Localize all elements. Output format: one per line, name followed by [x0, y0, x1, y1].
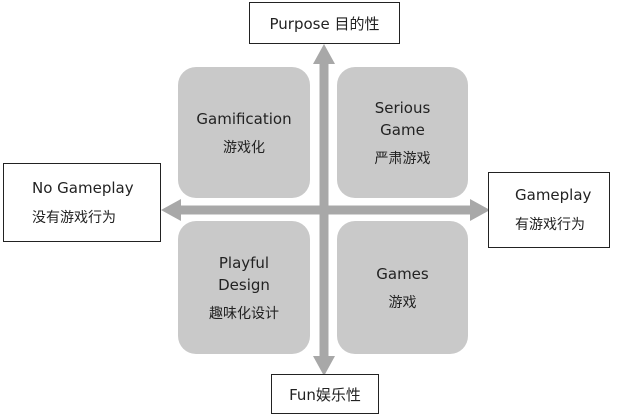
axis-label-gameplay: Gameplay 有游戏行为 [488, 172, 610, 248]
axis-label-text: No Gameplay [32, 178, 134, 197]
axis-label-text: Purpose 目的性 [269, 14, 380, 33]
quadrant-playful-design: Playful Design 趣味化设计 [178, 221, 310, 354]
axis-label-fun: Fun娱乐性 [271, 374, 379, 414]
quadrant-subtitle: 严肃游戏 [374, 150, 431, 167]
quadrant-title: Playful Design [218, 253, 270, 294]
axis-label-text: Gameplay [515, 186, 592, 204]
axis-label-subtext: 有游戏行为 [515, 217, 585, 233]
quadrant-subtitle: 游戏 [388, 294, 417, 311]
quadrant-title: Gamification [196, 109, 292, 128]
quadrant-games: Games 游戏 [337, 221, 468, 354]
arrow-left-icon [161, 199, 181, 221]
quadrant-title: Games [376, 264, 429, 283]
quadrant-gamification: Gamification 游戏化 [178, 67, 310, 198]
quadrant-title: Serious Game [374, 98, 431, 139]
quadrant-serious-game: Serious Game 严肃游戏 [337, 67, 468, 198]
axis-label-text: Fun娱乐性 [289, 385, 361, 404]
quadrant-subtitle: 游戏化 [223, 139, 265, 156]
arrow-down-icon [313, 356, 335, 376]
axis-label-no-gameplay: No Gameplay 没有游戏行为 [3, 163, 161, 242]
quadrant-subtitle: 趣味化设计 [209, 305, 279, 322]
arrow-right-icon [470, 199, 490, 221]
axis-label-subtext: 没有游戏行为 [32, 209, 116, 226]
arrow-up-icon [313, 44, 335, 64]
axis-label-purpose: Purpose 目的性 [249, 2, 400, 44]
